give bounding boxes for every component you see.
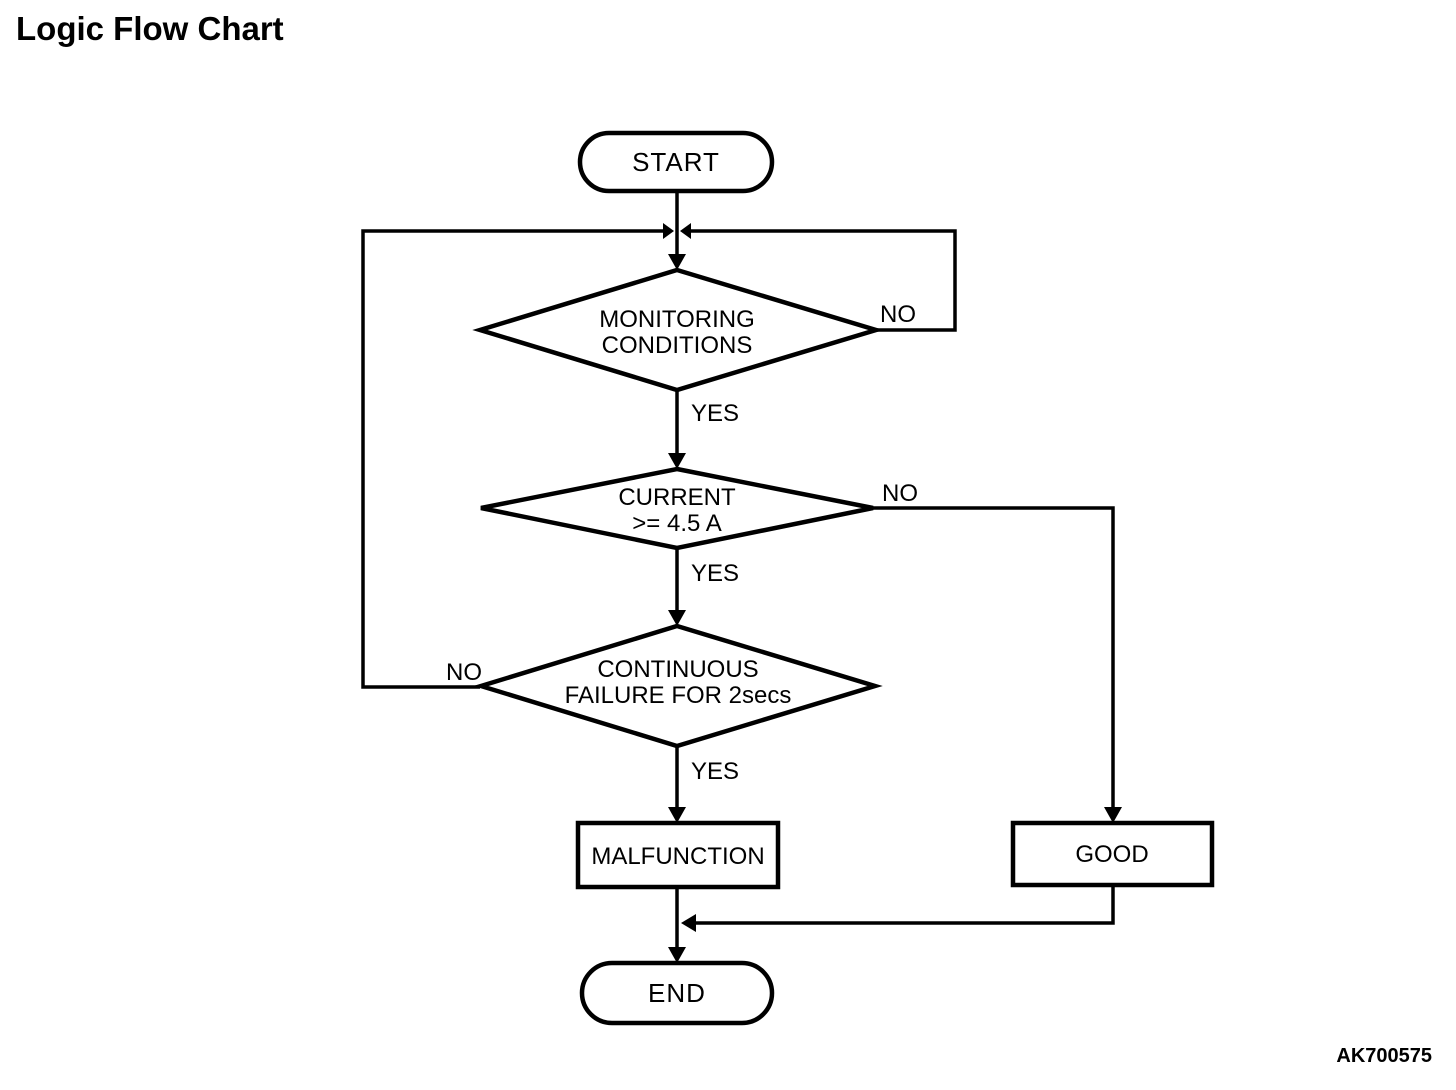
label-monitoring-no: NO [880,301,916,328]
good-node-shape [1010,820,1215,888]
arrowhead-junction-from-right [680,223,691,239]
malfunction-node-shape [575,820,781,890]
arrowhead-into-malfunction [668,807,686,823]
current-decision: CURRENT >= 4.5 A [480,466,874,551]
label-monitoring-yes: YES [691,400,739,427]
end-node-label: END [648,978,706,1008]
continuous-label-line2: FAILURE FOR 2secs [565,682,792,709]
start-node-shape [577,130,775,194]
monitoring-label-line1: MONITORING [599,306,755,333]
arrowhead-junction-from-left [663,223,674,239]
current-decision-shape [480,466,874,551]
end-node-shape [579,960,775,1026]
page-title: Logic Flow Chart [16,10,284,47]
edge-current-no-to-good [873,506,1115,807]
edge-labels: NO YES NO YES NO YES [446,301,918,785]
good-node: GOOD [1010,820,1215,888]
start-node: START [577,130,775,194]
edges [361,191,1122,963]
malfunction-node-label: MALFUNCTION [591,843,764,870]
label-continuous-no: NO [446,659,482,686]
edge-good-to-end-merge [696,885,1115,925]
arrowhead-into-end [668,947,686,963]
arrowhead-into-current [668,453,686,469]
start-node-label: START [632,147,720,177]
continuous-decision-shape [473,623,883,749]
continuous-label-line1: CONTINUOUS [597,656,758,683]
arrowhead-into-good [1104,807,1122,823]
monitoring-conditions-decision: MONITORING CONDITIONS [472,267,884,393]
monitoring-decision-shape [472,267,884,393]
current-label-line1: CURRENT [618,484,736,511]
current-label-line2: >= 4.5 A [632,510,721,537]
label-current-no: NO [882,480,918,507]
monitoring-label-line2: CONDITIONS [602,332,753,359]
figure-code: AK700575 [1336,1045,1432,1067]
edge-continuous-no-loop [361,229,663,689]
malfunction-node: MALFUNCTION [575,820,781,890]
label-continuous-yes: YES [691,758,739,785]
arrowhead-into-monitoring [668,254,686,270]
label-current-yes: YES [691,560,739,587]
good-node-label: GOOD [1075,841,1148,868]
continuous-failure-decision: CONTINUOUS FAILURE FOR 2secs [473,623,883,749]
arrowhead-into-continuous [668,610,686,626]
end-node: END [579,960,775,1026]
edge-monitoring-no-loop [691,229,957,332]
arrowhead-merge-from-good [681,914,696,932]
